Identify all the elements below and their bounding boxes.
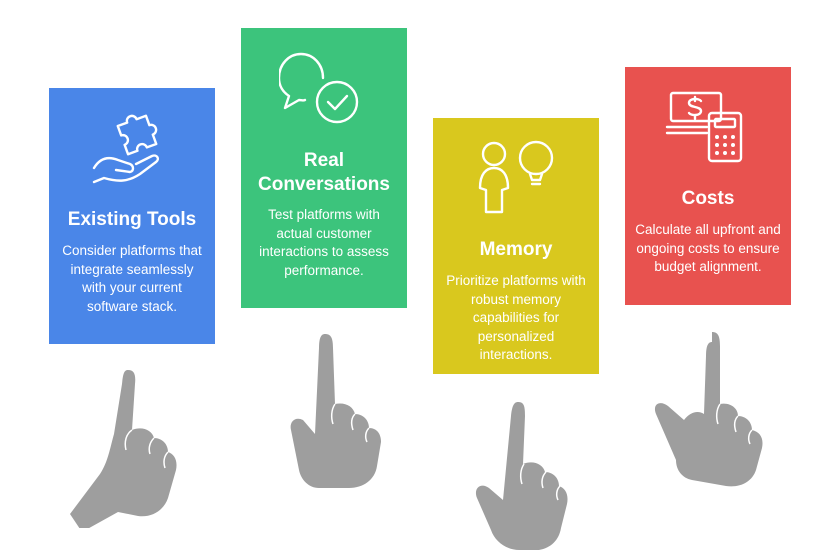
card-title: Real Conversations bbox=[258, 150, 390, 195]
pointing-hand-icon bbox=[475, 402, 568, 550]
person-idea-icon bbox=[433, 140, 599, 216]
pointing-hand-icon bbox=[290, 334, 381, 488]
card-memory: Memory Prioritize platforms with robust … bbox=[433, 118, 599, 374]
card-description: Prioritize platforms with robust memory … bbox=[446, 273, 586, 362]
card-description: Calculate all upfront and ongoing costs … bbox=[635, 222, 781, 274]
money-calculator-icon bbox=[625, 87, 791, 167]
pointing-hand-icon bbox=[70, 370, 177, 528]
card-real-conversations: Real Conversations Test platforms with a… bbox=[241, 28, 407, 308]
chat-bubbles-check-icon bbox=[241, 46, 407, 128]
card-title: Memory bbox=[479, 239, 553, 260]
puzzle-in-hand-icon bbox=[49, 110, 215, 188]
card-title: Costs bbox=[681, 188, 735, 209]
card-description: Test platforms with actual customer inte… bbox=[259, 207, 389, 278]
card-costs: Costs Calculate all upfront and ongoing … bbox=[625, 67, 791, 305]
card-description: Consider platforms that integrate seamle… bbox=[62, 243, 202, 314]
card-title: Existing Tools bbox=[67, 209, 197, 230]
pointing-hand-icon bbox=[654, 332, 763, 487]
card-existing-tools: Existing Tools Consider platforms that i… bbox=[49, 88, 215, 344]
